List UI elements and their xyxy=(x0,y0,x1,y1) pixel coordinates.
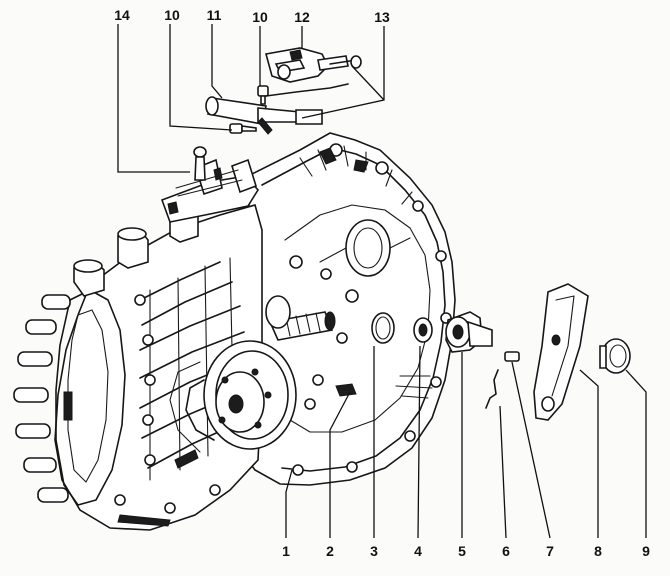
part-9-ball-pivot-bushing xyxy=(599,338,631,374)
part-5-release-bearing xyxy=(445,311,493,353)
callout-4: 4 xyxy=(414,543,422,559)
part-13-hydraulic-pipe-clips xyxy=(265,55,362,97)
callout-7: 7 xyxy=(546,543,554,559)
callout-6: 6 xyxy=(502,543,510,559)
callout-5: 5 xyxy=(458,543,466,559)
callout-10-left: 10 xyxy=(164,7,180,23)
callout-8: 8 xyxy=(594,543,602,559)
part-6-spring-clip xyxy=(485,369,499,409)
callout-11: 11 xyxy=(207,7,222,23)
callout-3: 3 xyxy=(370,543,378,559)
callout-2: 2 xyxy=(326,543,334,559)
gearbox-housing xyxy=(13,132,456,531)
callout-12: 12 xyxy=(294,9,310,25)
part-10-bolt-upper xyxy=(257,85,269,105)
part-7-bolt xyxy=(504,351,520,362)
part-8-release-lever xyxy=(533,283,589,421)
callout-1: 1 xyxy=(282,543,290,559)
part-12-mounting-bracket xyxy=(264,47,349,83)
callout-14: 14 xyxy=(114,7,130,23)
part-4-guide-sleeve-ring xyxy=(413,317,433,343)
callout-9: 9 xyxy=(642,543,650,559)
callout-numbers: 1 2 3 4 5 6 7 8 9 14 10 11 10 12 13 xyxy=(114,7,650,559)
callout-13: 13 xyxy=(374,9,390,25)
callout-10-right: 10 xyxy=(252,9,268,25)
callout-leader-lines xyxy=(117,24,647,539)
part-3-oil-seal xyxy=(371,312,395,344)
part-14-shift-bolt xyxy=(193,146,207,181)
part-10-bolt-lower xyxy=(229,123,257,134)
